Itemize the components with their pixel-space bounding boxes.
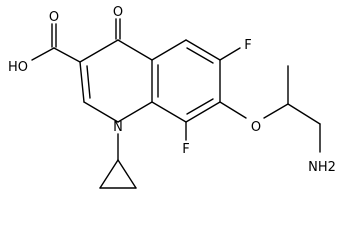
atom-labels: O HO O F F N O NH2 <box>8 5 336 175</box>
bond-c8a-n1 <box>117 101 153 123</box>
bond-c7-o <box>219 101 247 119</box>
bond-c4a-c5 <box>151 39 187 61</box>
bond-c6-f <box>219 47 241 61</box>
bond-c2-c3 <box>79 61 85 103</box>
bond-cyclopropyl-right <box>117 159 137 189</box>
fluorine-8-label: F <box>182 142 189 157</box>
carbonyl-oxygen-label: O <box>113 5 123 20</box>
molecule-structure-diagram: O HO O F F N O NH2 <box>8 5 336 189</box>
bond-cyclopropyl-left <box>99 159 119 189</box>
bond-acid-oh <box>31 47 55 61</box>
bond-c2-c3-inner <box>86 65 91 99</box>
ether-oxygen-label: O <box>251 120 261 135</box>
bond-c5-c6-inner <box>186 47 214 64</box>
bond-c3-c4 <box>79 39 119 63</box>
fluorine-6-label: F <box>244 38 251 53</box>
bond-n1-c2 <box>83 101 119 123</box>
acid-oxygen-label: O <box>49 10 59 25</box>
bond-ch-ch2 <box>287 103 321 125</box>
amine-label: NH2 <box>308 160 336 175</box>
bond-o-ch <box>263 103 289 119</box>
bond-c5-c6 <box>185 39 221 61</box>
bond-lines <box>31 18 321 189</box>
ring-nitrogen-label: N <box>113 120 123 135</box>
bond-c7-c8 <box>185 101 221 123</box>
bond-c8-c8a <box>151 101 187 123</box>
bond-c4-c4a <box>117 39 153 61</box>
bond-acid-carbon <box>53 47 81 63</box>
bond-c7-c8-inner <box>186 98 214 115</box>
acid-hydroxyl-label: HO <box>8 60 28 75</box>
